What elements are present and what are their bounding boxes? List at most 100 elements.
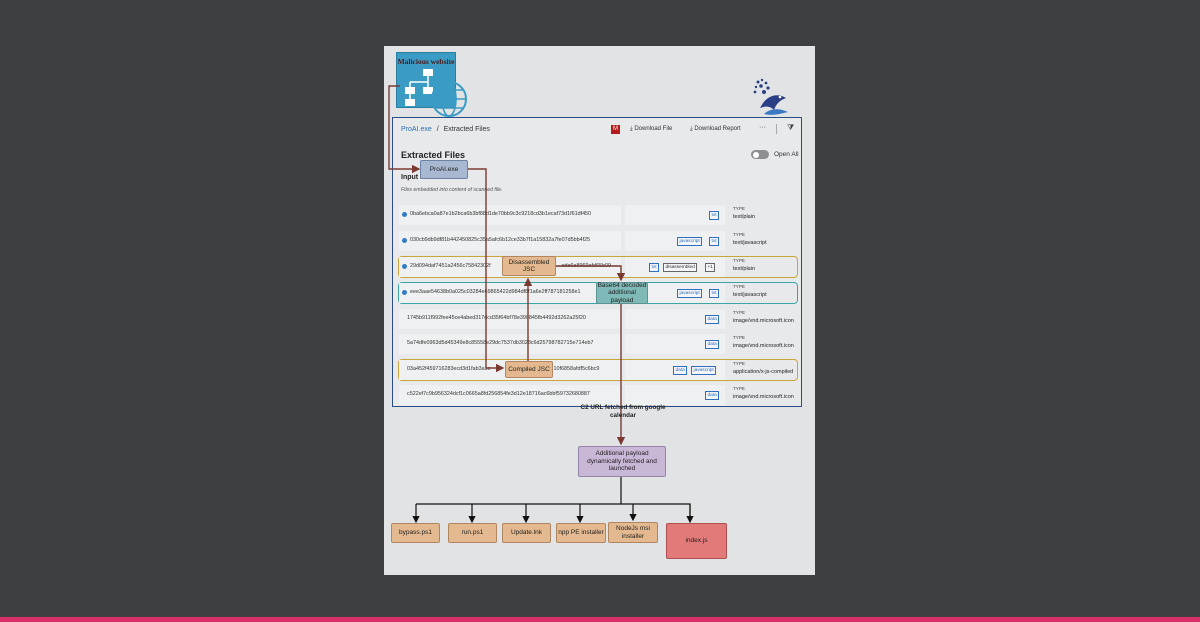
file-tag: txt [709,211,720,220]
malicious-website-box: Malicious website [396,52,467,117]
type-value: image/vnd.microsoft.icon [733,318,794,324]
type-label: TYPE [733,361,745,366]
file-card [399,205,621,225]
file-card [399,231,621,251]
file-status-icon [402,264,407,269]
malicious-website-label: Malicious website [397,57,455,66]
c2-url-label: C2 URL fetched from google calendar [580,404,666,419]
file-tag: javascript [691,366,717,375]
file-tag: data [705,391,720,400]
filter-icon[interactable]: ⧩ [787,123,795,132]
file-tags-card [625,309,725,329]
m-badge: M [611,125,620,134]
file-card [399,283,621,303]
file-hash: eee3aae54638b0a025c03284e69865422d984df8… [410,289,581,295]
download-icon: ⤓ [630,126,633,132]
file-tags-card [625,205,725,225]
download-icon: ⤓ [690,126,693,132]
open-all-toggle[interactable] [751,150,769,159]
type-value: text/javascript [733,240,767,246]
type-label: TYPE [733,335,745,340]
file-hash: c522ef7c9b956324dcf1c0665a8fd256854fe3d1… [407,391,590,397]
download-report-button[interactable]: ⤓ Download Report [690,126,741,133]
output-bypass-node: bypass.ps1 [391,523,440,543]
breadcrumb-separator: / [436,126,439,133]
type-label: TYPE [733,232,745,237]
type-label: TYPE [733,258,745,263]
additional-payload-node: Additional payload dynamically fetched a… [578,446,666,477]
file-tag: javascript [677,237,703,246]
output-update-node: Update.lnk [502,523,551,543]
file-tag: data [705,340,720,349]
file-tag: txt [649,263,660,272]
breadcrumb-root-link[interactable]: ProAI.exe [401,126,432,133]
file-row[interactable]: 030cb9db9df81b442450825c35a5afc6b12ce33b… [399,231,797,251]
file-tag: data [705,315,720,324]
file-tags-card [625,385,725,405]
breadcrumb: ProAI.exe / Extracted Files [401,126,490,133]
arrow-proai-to-compiled [468,168,505,373]
file-tag: txt [709,289,720,298]
input-file-heading: Input File [401,174,433,181]
compiled-jsc-node: Compiled JSC [505,361,553,378]
toolbar-divider [776,124,777,134]
file-row[interactable]: 5a74dfe0963d5d45349e8c85558e29dc7537db30… [399,334,797,354]
file-hash: 1745b911f992fee45ce4abed317dcd35f64bf78e… [407,315,586,321]
file-row[interactable]: 1745b911f992fee45ce4abed317dcd35f64bf78e… [399,309,797,329]
file-tag: disassembled [663,263,698,272]
input-file-description: Files embedded into content of scanned f… [401,187,503,193]
arrow-additional-to-outputs [416,477,691,522]
disassembled-jsc-node: Disassembled JSC [502,256,556,276]
type-label: TYPE [733,284,745,289]
breadcrumb-current: Extracted Files [443,126,490,133]
file-tag: data [673,366,688,375]
arrow-website-to-proai [388,85,421,174]
file-card [399,334,621,354]
download-file-button[interactable]: ⤓ Download File [630,126,672,133]
file-row[interactable]: eee3aae54638b0a025c03284e69865422d984df8… [398,282,798,304]
type-value: text/plain [733,214,756,220]
open-all-label: Open All [774,151,799,158]
file-tag: +1 [705,263,716,272]
file-status-icon [402,238,407,243]
proai-node: ProAI.exe [420,160,468,179]
file-row[interactable]: c522ef7c9b956324dcf1c0665a8fd256854fe3d1… [399,385,797,405]
file-tags-card [625,231,725,251]
bird-logo-icon [753,78,788,115]
file-hash: 5a74dfe0963d5d45349e8c85558e29dc7537db30… [407,340,594,346]
file-tag: txt [709,237,720,246]
file-status-icon [402,290,407,295]
more-menu-button[interactable]: ··· [759,124,766,131]
type-value: application/x-js-compiled [733,369,794,375]
file-row[interactable]: 0ba6ebca0a87e1b2bca6b3bf88d1de70bb9c3c92… [399,205,797,225]
base64-payload-node: Base64 decoded additional payload [596,281,648,304]
type-label: TYPE [733,206,745,211]
download-file-label: Download File [634,126,673,132]
type-value: image/vnd.microsoft.icon [733,343,794,349]
arrow-disassembled-to-base64 [556,265,626,282]
type-value: text/javascript [733,292,767,298]
file-hash: 03a452f459716283ecd3d1fab3a1e [407,366,491,372]
file-tag: javascript [677,289,703,298]
file-hash: 030cb9db9df81b442450825c35a5afc6b12ce33b… [410,237,591,243]
file-tags-card [625,334,725,354]
file-hash: 0ba6ebca0a87e1b2bca6b3bf88d1de70bb9c3c92… [410,211,592,217]
output-nodejs-node: NodeJs msi installer [608,522,658,543]
diagram-canvas: Malicious website ProAI.exe / Extracted … [384,46,815,575]
download-report-label: Download Report [694,126,741,132]
section-title: Extracted Files [401,150,466,160]
output-index-node: index.js [666,523,727,559]
type-value: image/vnd.microsoft.icon [733,394,794,400]
file-card [399,385,621,405]
file-card [399,309,621,329]
bottom-accent-bar [0,617,1200,622]
file-tags-card [625,283,725,303]
file-hash-tail: ...10f6858afdf5c6bc9 [549,366,600,372]
file-status-icon [402,212,407,217]
output-npp-node: npp PE installer [556,523,606,543]
output-run-node: run.ps1 [448,523,497,543]
type-label: TYPE [733,310,745,315]
network-globe-icon [405,69,467,117]
flow-arrows [388,85,694,524]
type-value: text/plain [733,266,756,272]
